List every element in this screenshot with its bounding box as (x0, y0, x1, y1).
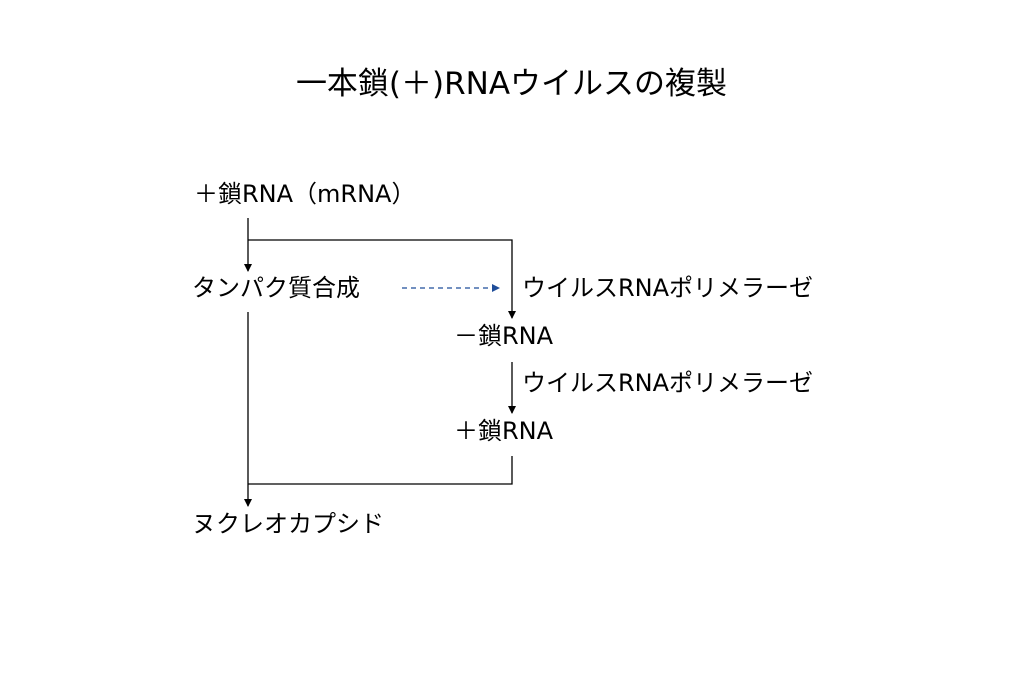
node-protein-synthesis: タンパク質合成 (192, 274, 360, 302)
connector-plus-rna-to-nucleocapsid (248, 456, 513, 485)
node-plus-mrna: ＋鎖RNA（mRNA） (194, 180, 416, 208)
slide-title: 一本鎖(＋)RNAウイルスの複製 (295, 66, 728, 102)
node-polymerase-1: ウイルスRNAポリメラーゼ (522, 274, 814, 302)
node-nucleocapsid: ヌクレオカプシド (192, 510, 384, 538)
node-plus-rna: ＋鎖RNA (454, 417, 554, 445)
node-minus-rna: －鎖RNA (454, 322, 554, 350)
arrow-mrna-to-minus-rna (248, 239, 516, 319)
node-polymerase-2: ウイルスRNAポリメラーゼ (522, 369, 814, 397)
